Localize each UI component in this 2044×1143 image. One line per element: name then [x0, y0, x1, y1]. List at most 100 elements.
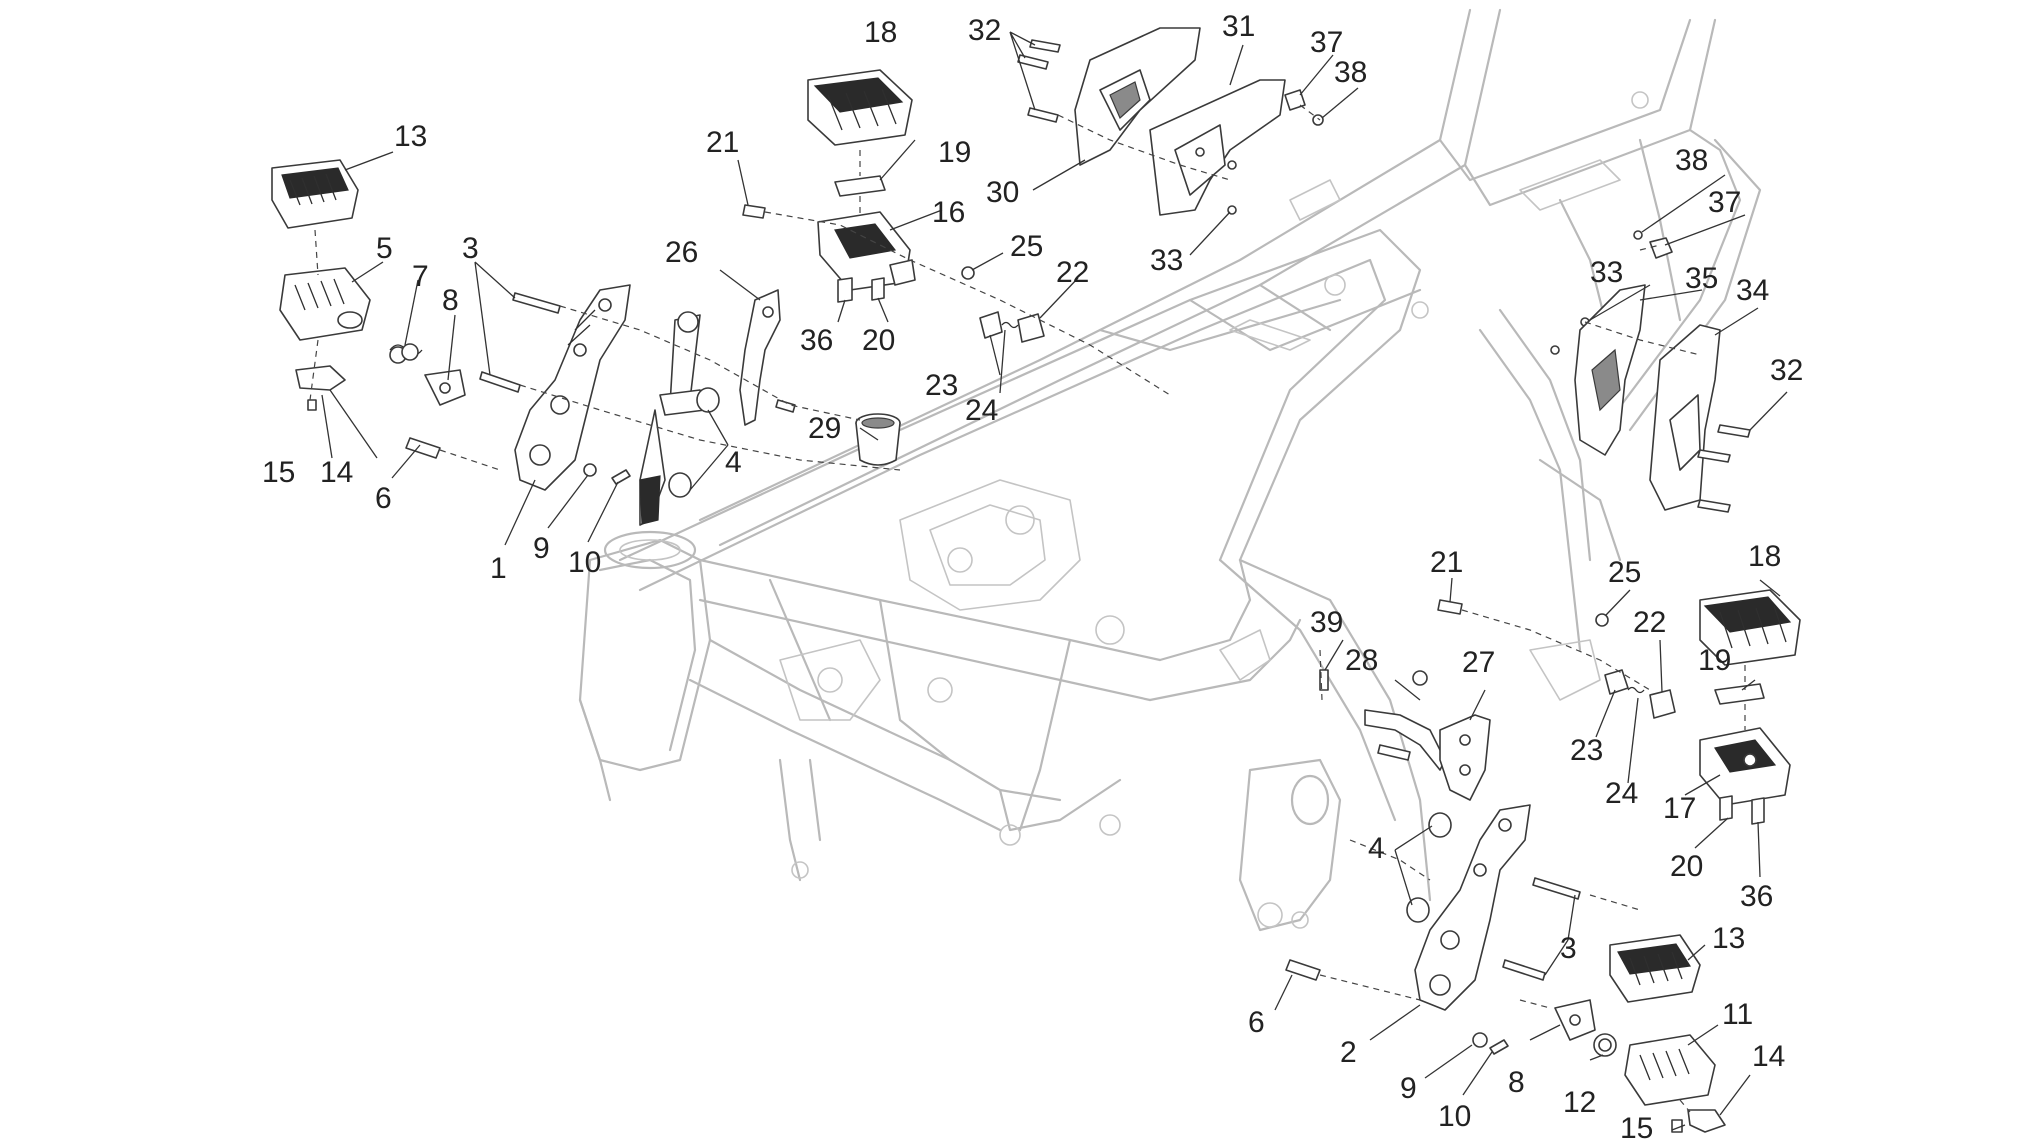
part-10-clip-left	[611, 469, 631, 485]
callout-23-left: 23	[925, 369, 958, 402]
right-footpeg-group	[1285, 669, 1726, 1133]
callout-26: 26	[665, 236, 698, 269]
callout-16: 16	[932, 196, 965, 229]
callout-7: 7	[412, 260, 429, 293]
part-32-bolt-left-lower	[1027, 107, 1059, 123]
left-heel-guard-group	[1017, 27, 1324, 216]
part-9-washer-left	[583, 463, 597, 477]
part-10-clip-right	[1489, 1039, 1509, 1055]
callout-3-right: 3	[1560, 932, 1577, 965]
callout-29: 29	[808, 412, 841, 445]
part-3-bolt-left-upper	[512, 292, 561, 314]
callout-38-right: 38	[1675, 144, 1708, 177]
part-6-pin-left	[405, 437, 441, 459]
part-33-nut-left-c	[1195, 147, 1205, 157]
callout-34: 34	[1736, 274, 1769, 307]
part-8-hole	[439, 382, 451, 394]
callout-6-right: 6	[1248, 1006, 1265, 1039]
callout-3-left: 3	[462, 232, 479, 265]
part-24-spring-right	[1627, 686, 1645, 694]
part-2-right-footpeg-bracket	[1414, 804, 1531, 1011]
callout-35: 35	[1685, 262, 1718, 295]
callout-12: 12	[1563, 1086, 1596, 1119]
part-24-spring-left	[1001, 321, 1019, 329]
part-28-linkage	[1364, 670, 1446, 771]
callout-32-right: 32	[1770, 354, 1803, 387]
part-19-plate-left-rear	[834, 175, 886, 197]
callout-32-left: 32	[968, 14, 1001, 47]
callout-9-left: 9	[533, 532, 550, 565]
callout-13-right: 13	[1712, 922, 1745, 955]
callout-33-left: 33	[1150, 244, 1183, 277]
leader-lines	[321, 31, 1788, 1131]
callout-10-right: 10	[1438, 1100, 1471, 1133]
part-38-nut-left	[1312, 114, 1324, 126]
callout-18-left: 18	[864, 16, 897, 49]
callout-19-left: 19	[938, 136, 971, 169]
part-21-pin-left	[742, 204, 766, 219]
callout-33-right: 33	[1590, 256, 1623, 289]
callout-4-right: 4	[1368, 832, 1385, 865]
callout-25-right: 25	[1608, 556, 1641, 589]
callout-15-right: 15	[1620, 1112, 1653, 1143]
part-4-bushing-right-b	[1406, 897, 1430, 923]
part-21-pin-right	[1437, 599, 1463, 615]
callout-6-left: 6	[375, 482, 392, 515]
callout-39: 39	[1310, 606, 1343, 639]
right-heel-guard-group	[1550, 230, 1751, 513]
part-31-heel-guard-left	[1149, 79, 1286, 216]
callout-21-left: 21	[706, 126, 739, 159]
callout-31: 31	[1222, 10, 1255, 43]
part-3-bolt-left-lower	[479, 371, 521, 393]
callout-36-left: 36	[800, 324, 833, 357]
callout-8-left: 8	[442, 284, 459, 317]
part-18-rubber-insert-left-rear	[807, 69, 913, 146]
part-13-rubber-insert-left	[271, 159, 359, 229]
brake-lever-bolt	[775, 399, 796, 413]
part-8-hole-right	[1569, 1014, 1581, 1026]
part-15-bolt-right	[1671, 1119, 1683, 1133]
assembly-dash-lines	[309, 104, 1746, 1113]
part-12-spring-inner	[1598, 1038, 1612, 1052]
callout-22-left: 22	[1056, 256, 1089, 289]
part-4-bushing-right-a	[1428, 812, 1452, 838]
part-9-washer-right	[1472, 1032, 1488, 1048]
rear-master-cylinder	[639, 311, 706, 526]
part-36-bolt-right	[1751, 797, 1765, 825]
callout-11: 11	[1722, 998, 1753, 1031]
part-23-detent-plate-left	[979, 311, 1003, 339]
part-29-fluid-reservoir	[855, 413, 901, 466]
callout-2: 2	[1340, 1036, 1357, 1069]
part-37-clip-right	[1649, 237, 1673, 259]
callout-36-right: 36	[1740, 880, 1773, 913]
part-3-bolt-right-lower	[1502, 959, 1546, 981]
callout-14-left: 14	[320, 456, 353, 489]
callout-4-left: 4	[725, 446, 742, 479]
part-15-bolt-left	[307, 399, 317, 411]
callout-8-right: 8	[1508, 1066, 1525, 1099]
part-34-heel-guard-right	[1649, 324, 1721, 511]
part-20-bolt-left	[871, 277, 885, 301]
callout-10-left: 10	[568, 546, 601, 579]
callout-labels: 13 5 7 8 3 15 14 6 1 9 10 4 26 21 18 19 …	[262, 10, 1803, 1143]
callout-5: 5	[376, 232, 393, 265]
callout-14-right: 14	[1752, 1040, 1785, 1073]
callout-23-right: 23	[1570, 734, 1603, 767]
part-4-bushing-left-b	[668, 472, 692, 498]
callout-18-right: 18	[1748, 540, 1781, 573]
part-3-bolt-right-upper	[1532, 877, 1581, 900]
callout-24-right: 24	[1605, 777, 1638, 810]
part-32-bolt-right-c	[1697, 499, 1731, 513]
callout-28: 28	[1345, 644, 1378, 677]
callout-37-left: 37	[1310, 26, 1343, 59]
callout-15-left: 15	[262, 456, 295, 489]
part-35-heel-guard-bracket-right	[1574, 284, 1646, 456]
right-passenger-peg-group	[1437, 589, 1801, 825]
part-4-bushing-left-a	[696, 387, 720, 413]
part-20-bolt-right	[1719, 795, 1733, 821]
part-32-bolt-left-mid	[1017, 54, 1049, 70]
left-footpeg-group	[271, 159, 901, 526]
part-18-rubber-insert-right-rear	[1699, 589, 1801, 666]
